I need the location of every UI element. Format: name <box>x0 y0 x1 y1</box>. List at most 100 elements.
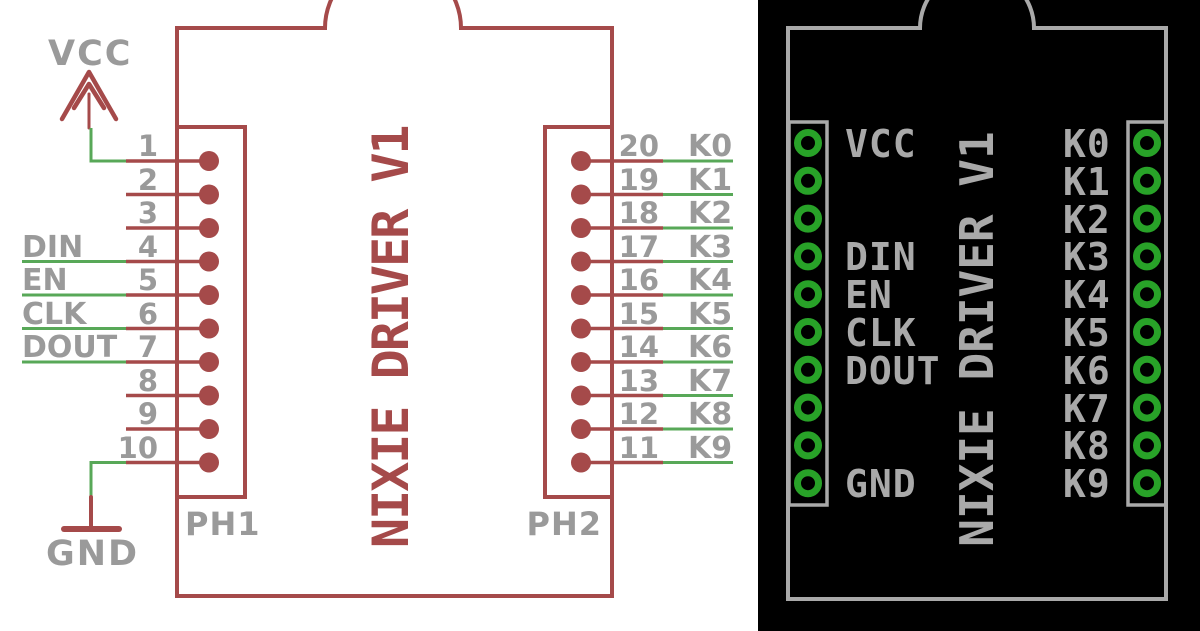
pad-left-8 <box>794 393 822 422</box>
pad-right-4 <box>1133 242 1161 271</box>
pin-dot-left-4 <box>199 251 219 272</box>
pin-number-4: 4 <box>137 229 158 264</box>
pad-left-6 <box>794 318 822 346</box>
chip-body-outline <box>175 0 614 598</box>
header-ph2-label: PH2 <box>526 505 602 543</box>
pin-dot-right-12 <box>571 419 591 439</box>
pad-left-10 <box>794 469 822 498</box>
signal-label-CLK: CLK <box>22 296 87 332</box>
pin-number-5: 5 <box>137 263 158 297</box>
pad-left-1 <box>794 129 822 157</box>
pad-group <box>794 129 1161 498</box>
pin-dot-right-14 <box>571 352 591 372</box>
pin-dot-left-1 <box>199 151 219 171</box>
pin-dot-right-16 <box>571 285 591 305</box>
vcc-symbol <box>59 69 119 130</box>
pin-dot-left-2 <box>199 184 219 205</box>
pin-number-6: 6 <box>137 296 158 331</box>
silk-label-CLK: CLK <box>845 311 917 355</box>
pad-left-5 <box>794 280 822 309</box>
pin-number-10: 10 <box>117 430 158 465</box>
pin-dot-left-5 <box>199 285 219 305</box>
pin-dot-right-15 <box>571 318 591 339</box>
pin-number-2: 2 <box>137 162 158 197</box>
footprint-drawing <box>786 0 1168 601</box>
pin-number-12: 12 <box>618 397 659 431</box>
pad-left-9 <box>794 431 822 460</box>
signal-label-K8: K8 <box>688 397 733 432</box>
silk-label-K2: K2 <box>1063 197 1111 242</box>
silk-label-VCC: VCC <box>845 122 917 166</box>
gnd-label: GND <box>46 534 140 574</box>
pin-number-3: 3 <box>137 196 158 230</box>
silk-label-GND: GND <box>845 462 917 507</box>
signal-label-K2: K2 <box>688 196 733 231</box>
pin-dot-right-17 <box>571 251 591 272</box>
pin-number-15: 15 <box>618 296 659 331</box>
silk-label-K4: K4 <box>1063 273 1111 318</box>
vcc-arrow-outer <box>59 69 119 122</box>
silk-label-K6: K6 <box>1063 348 1111 393</box>
pad-right-7 <box>1133 355 1161 384</box>
pin-number-14: 14 <box>618 330 659 364</box>
silk-label-K8: K8 <box>1063 424 1111 469</box>
pin-dot-left-6 <box>199 318 219 339</box>
pin-dot-right-13 <box>571 385 591 406</box>
pin-number-16: 16 <box>618 263 659 297</box>
gnd-net-wire <box>89 461 126 497</box>
footprint-outline <box>786 0 1168 601</box>
signal-label-K7: K7 <box>688 363 733 399</box>
silk-label-K7: K7 <box>1063 386 1111 431</box>
signal-label-K4: K4 <box>688 263 733 298</box>
pad-column-left-box <box>787 120 829 507</box>
pad-left-2 <box>794 166 822 195</box>
pad-right-1 <box>1133 129 1161 157</box>
pad-right-3 <box>1133 204 1161 233</box>
pin-number-19: 19 <box>618 162 659 197</box>
pin-dot-right-18 <box>571 218 591 238</box>
silk-label-K5: K5 <box>1063 311 1111 355</box>
pin-number-20: 20 <box>618 129 659 163</box>
signal-label-K1: K1 <box>688 162 733 198</box>
pin-group <box>22 151 733 473</box>
silk-label-EN: EN <box>845 273 893 318</box>
signal-label-K5: K5 <box>688 296 733 332</box>
vcc-arrow-inner <box>71 81 107 111</box>
signal-label-EN: EN <box>22 263 68 298</box>
pin-number-9: 9 <box>137 397 158 431</box>
silk-label-K9: K9 <box>1063 462 1111 507</box>
pin-dot-left-7 <box>199 352 219 372</box>
signal-label-DIN: DIN <box>22 229 84 265</box>
pin-number-7: 7 <box>137 330 158 364</box>
pin-number-8: 8 <box>137 363 158 398</box>
silk-label-K3: K3 <box>1063 235 1111 280</box>
pad-left-7 <box>794 355 822 384</box>
pad-right-9 <box>1133 431 1161 460</box>
pad-right-8 <box>1133 393 1161 422</box>
pin-dot-left-9 <box>199 419 219 439</box>
part-title-vertical-silk: NIXIE DRIVER V1 <box>950 131 1004 547</box>
pin-header-left-box <box>175 125 247 499</box>
pad-right-10 <box>1133 469 1161 498</box>
pin-header-right-box <box>543 125 614 499</box>
signal-label-K0: K0 <box>688 129 733 164</box>
pad-right-6 <box>1133 318 1161 346</box>
schematic-drawing <box>22 0 733 598</box>
pin-dot-left-10 <box>199 452 219 473</box>
pin-dot-right-19 <box>571 184 591 205</box>
part-title-vertical: NIXIE DRIVER V1 <box>362 126 420 548</box>
gnd-symbol <box>61 495 122 532</box>
pin-number-18: 18 <box>618 196 659 230</box>
silk-label-DIN: DIN <box>845 235 917 280</box>
signal-label-DOUT: DOUT <box>22 330 118 365</box>
pin-number-11: 11 <box>618 430 659 465</box>
signal-label-K3: K3 <box>688 229 733 265</box>
pin-dot-right-11 <box>571 452 591 473</box>
pin-number-17: 17 <box>618 229 659 264</box>
vcc-net-wire <box>89 128 126 163</box>
pin-dot-left-3 <box>199 218 219 238</box>
pin-number-1: 1 <box>137 129 158 163</box>
